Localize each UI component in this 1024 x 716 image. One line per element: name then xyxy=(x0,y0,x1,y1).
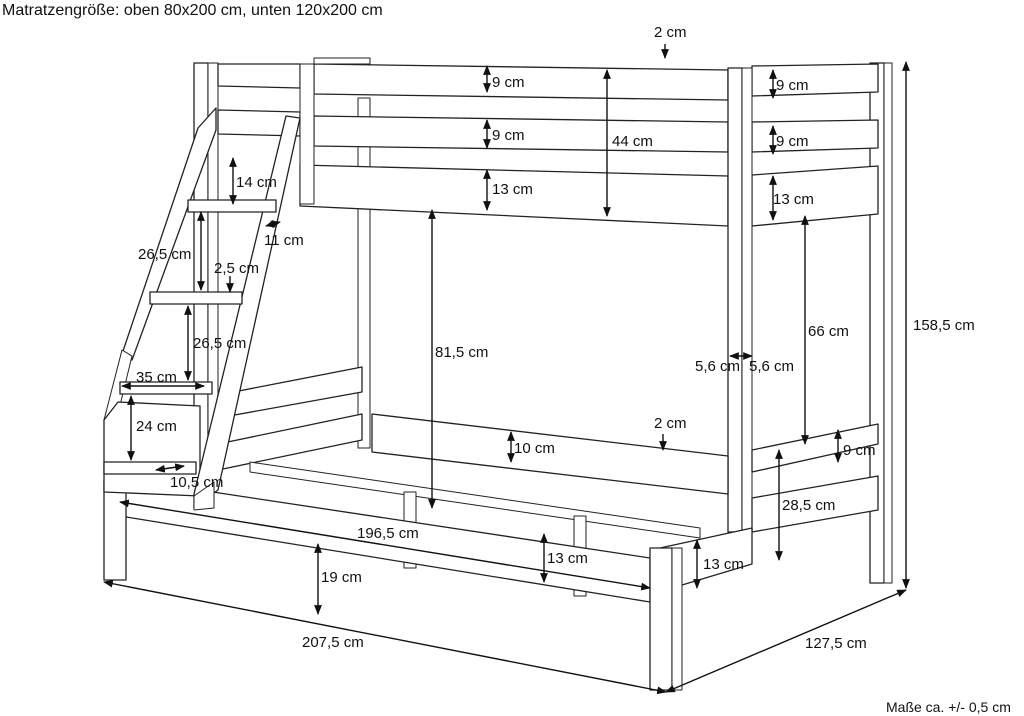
dim-ladder-26-5-a: 26,5 cm xyxy=(138,246,191,263)
front-right-post-b xyxy=(741,67,753,533)
dim-right-rail-2: 9 cm xyxy=(776,133,809,150)
dim-right-side: 13 cm xyxy=(773,191,814,208)
ladder-left-stile xyxy=(119,107,217,361)
dim-right-rail-1: 9 cm xyxy=(776,77,809,94)
dim-upper-rail-1: 9 cm xyxy=(492,74,525,91)
ladder-step-2 xyxy=(149,291,243,305)
dim-ladder-11: 11 cm xyxy=(264,232,304,249)
dim-ladder-26-5-b: 26,5 cm xyxy=(193,335,246,352)
ladder-step-4 xyxy=(103,461,197,475)
lower-left-end-board xyxy=(217,413,363,471)
dim-upper-rail-2: 9 cm xyxy=(492,127,525,144)
dim-lower-rail-9: 9 cm xyxy=(843,442,876,459)
front-right-post-a xyxy=(727,67,743,533)
dim-total-height: 158,5 cm xyxy=(913,317,975,334)
back-head-rail-1 xyxy=(217,63,301,89)
dim-lower-front-13: 13 cm xyxy=(547,550,588,567)
dim-lower-2cm: 2 cm xyxy=(654,415,687,432)
dim-upper-side: 13 cm xyxy=(492,181,533,198)
dim-lower-inner-196-5: 196,5 cm xyxy=(357,525,419,542)
dim-ladder-10-5: 10,5 cm xyxy=(170,474,223,491)
front-left-upper-post xyxy=(299,63,315,205)
dim-clearance-81-5: 81,5 cm xyxy=(435,344,488,361)
dim-ladder-2-5: 2,5 cm xyxy=(214,260,259,277)
dim-upper-total: 44 cm xyxy=(612,133,653,150)
dim-total-length: 207,5 cm xyxy=(302,634,364,651)
dim-leg-19: 19 cm xyxy=(321,569,362,586)
dim-post-5-6-b: 5,6 cm xyxy=(749,358,794,375)
dim-ladder-35: 35 cm xyxy=(136,369,177,386)
footer-tolerance: Maße ca. +/- 0,5 cm xyxy=(886,699,1011,715)
dim-ladder-14: 14 cm xyxy=(236,174,277,191)
front-left-leg xyxy=(103,479,127,581)
ladder-step-1 xyxy=(187,199,277,213)
header-mattress-size: Matratzengröße: oben 80x200 cm, unten 12… xyxy=(2,2,383,19)
dim-lower-side-28-5: 28,5 cm xyxy=(782,497,835,514)
bed-drawing xyxy=(103,57,893,691)
upper-end-rail-1 xyxy=(751,63,879,97)
dim-lower-end-13: 13 cm xyxy=(703,556,744,573)
back-middle-post xyxy=(357,97,371,449)
dim-lower-back-10: 10 cm xyxy=(514,440,555,457)
dim-post-5-6-a: 5,6 cm xyxy=(695,358,740,375)
dim-clearance-66: 66 cm xyxy=(808,323,849,340)
lower-back-rail xyxy=(371,413,729,495)
front-right-leg xyxy=(649,547,673,691)
upper-end-rail-2 xyxy=(751,119,879,153)
lower-end-board xyxy=(751,475,879,533)
upper-end-board xyxy=(751,165,879,227)
dim-top-2cm: 2 cm xyxy=(654,24,687,41)
dimension-lines xyxy=(103,44,910,695)
dim-total-width: 127,5 cm xyxy=(805,635,867,652)
dim-ladder-24: 24 cm xyxy=(136,418,177,435)
